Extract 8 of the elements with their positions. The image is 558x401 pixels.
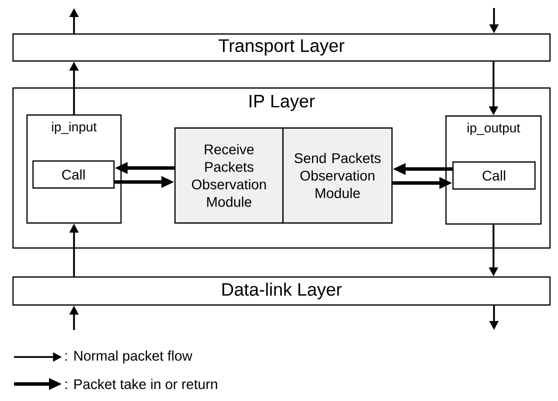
module-box: Receive Packets Observation Module xyxy=(174,127,284,224)
layer-band: Data-link Layer xyxy=(12,276,551,306)
legend-text: : Normal packet flow xyxy=(66,350,192,364)
call-box: Call xyxy=(32,160,115,189)
legend-text: : Packet take in or return xyxy=(66,378,218,390)
call-box: Call xyxy=(452,161,536,190)
layer-band: Transport Layer xyxy=(12,33,551,62)
module-box: Send Packets Observation Module xyxy=(282,127,393,224)
